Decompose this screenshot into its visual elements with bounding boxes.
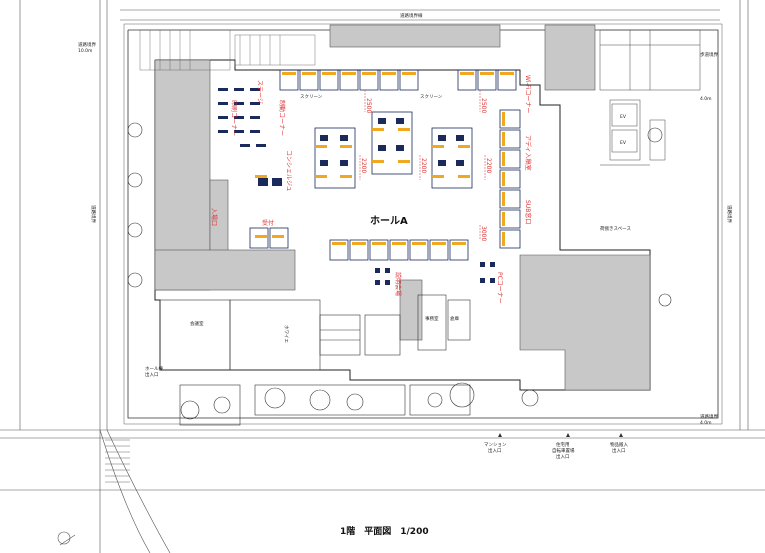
label-media: 説明会場	[394, 272, 402, 296]
label-room3: 事務室	[425, 315, 439, 322]
label-stage-left: ステージ	[256, 80, 263, 104]
grey-blocks	[154, 24, 651, 391]
left-room-tables	[218, 88, 266, 147]
dim-2200-b: 2200	[420, 158, 427, 173]
booths-top-row	[279, 69, 517, 91]
dim-3000: 3000	[480, 226, 487, 241]
label-right-corner: Wi-Fiコーナー	[524, 75, 531, 113]
label-bl-entrance: ホール棟	[145, 365, 163, 372]
label-ev2: EV	[620, 140, 627, 146]
label-screen-right: スクリーン	[420, 94, 443, 100]
label-reception: 受付	[262, 219, 274, 227]
label-gate2: 住宅用	[556, 441, 570, 448]
dim-2500-a: 2500	[365, 98, 372, 113]
label-right-mid: 道路境界	[726, 205, 733, 223]
label-gate2b: 自転車置場	[552, 447, 575, 454]
lower-rooms	[159, 294, 471, 371]
label-top-right-1: 歩道境界	[700, 51, 718, 58]
top-right-structure	[599, 29, 701, 166]
dim-2500-b: 2500	[480, 98, 487, 113]
crosswalk	[105, 439, 130, 483]
label-right-bottom-1: 道路境界	[700, 413, 718, 420]
label-brainstorm: 制動コーナー	[278, 100, 286, 136]
label-top-left-1: 道路境界	[78, 41, 96, 48]
hall-seating	[258, 178, 495, 285]
label-screen-left: スクリーン	[300, 94, 323, 100]
entrance-markers	[498, 433, 623, 437]
label-gate1b: 出入口	[488, 447, 502, 454]
label-ev1: EV	[620, 114, 627, 120]
label-gate1: マンション	[484, 442, 507, 448]
label-printer: 印刷コーナー	[230, 100, 238, 136]
label-left-mid: 道路境界	[90, 205, 97, 223]
top-left-stairs	[139, 29, 316, 71]
label-pc-corner: PCコーナー	[496, 272, 503, 304]
label-top-right-2: 4.0m	[700, 96, 712, 102]
plan-title: 1階 平面図 1/200	[340, 525, 429, 537]
booths-right-col	[499, 109, 521, 249]
label-gate2c: 出入口	[556, 453, 570, 460]
label-room4: 倉庫	[450, 315, 459, 322]
label-room5: 荷捌きスペース	[600, 225, 631, 232]
label-guide-left: 入場口	[210, 208, 218, 226]
dimension-lines	[359, 90, 486, 240]
booth-islands	[255, 111, 473, 238]
site-boundary	[123, 23, 723, 425]
label-gate3b: 出入口	[612, 447, 626, 454]
dim-2200-c: 2200	[485, 158, 492, 173]
hall-a-label: ホールA	[370, 215, 408, 227]
label-info-desk: SUB窓口	[524, 200, 532, 224]
trees	[127, 122, 672, 420]
label-right-bottom-2: 4.0m	[700, 420, 712, 426]
label-apple-store: アディ入稿室	[524, 135, 532, 171]
label-gate3: 物品搬入	[610, 441, 628, 448]
label-room2: ホワイエ	[283, 325, 289, 343]
planters	[179, 384, 471, 426]
label-room1: 会議室	[190, 320, 204, 327]
booths-bottom-row	[249, 227, 469, 261]
dim-2200-a: 2200	[360, 158, 367, 173]
label-top-left-2: 10.0m	[78, 48, 92, 54]
label-consult: コンシェルジュ	[285, 150, 292, 192]
label-bl-entrance2: 出入口	[145, 371, 159, 378]
label-top-center: 道路境界線	[400, 12, 423, 19]
